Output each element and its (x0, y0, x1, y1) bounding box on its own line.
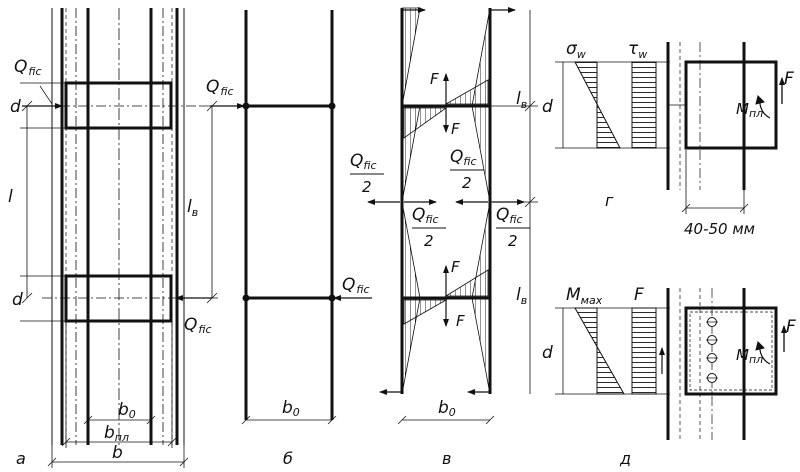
svg-text:2: 2 (462, 174, 472, 192)
panel-d-labels: Mмах F d Mпл F д (542, 285, 796, 468)
v-q-mid-top-fraction: Qfic 2 (450, 147, 484, 192)
a-d-bottom-label: d (12, 290, 23, 310)
g-m-label: Mпл (736, 100, 763, 120)
v-lv-bottom-label: lв (516, 285, 527, 307)
b-caption: б (283, 449, 293, 468)
svg-text:2: 2 (508, 232, 518, 250)
a-b0-label: b0 (118, 400, 136, 421)
a-q-top-label: Qfic (14, 57, 42, 78)
d-m-label: Mпл (736, 346, 763, 366)
panel-a-labels: Qfic d l d lв Qfic b0 bпл b а (8, 57, 212, 468)
v-f-bottom-up-label: F (451, 258, 460, 276)
v-f-bottom-down-label: F (456, 312, 465, 330)
g-sigma-label: σw (566, 39, 586, 61)
svg-text:Qfic: Qfic (412, 205, 439, 226)
svg-text:2: 2 (362, 178, 372, 196)
v-q-right-fraction: Qfic 2 (496, 205, 530, 250)
g-d-label: d (542, 97, 553, 117)
a-q-bottom-label: Qfic (184, 315, 212, 336)
d-caption: д (619, 449, 631, 468)
a-lv-label: lв (187, 197, 198, 219)
v-f-top-down-label: F (451, 120, 460, 138)
svg-text:Qfic: Qfic (350, 151, 377, 172)
d-f-top-label: F (634, 285, 644, 305)
panel-v-moment-diagram (367, 7, 538, 425)
d-d-label: d (542, 343, 553, 363)
b-q-top-label: Qfic (206, 77, 234, 98)
v-f-top-up-label: F (430, 70, 439, 88)
a-caption: а (16, 449, 26, 468)
svg-text:Qfic: Qfic (496, 205, 523, 226)
g-dimension-label: 40-50 мм (684, 220, 755, 238)
svg-text:Qfic: Qfic (450, 147, 477, 168)
panel-v-labels: F F F F Qfic 2 Qfic 2 Qfic 2 Qfic 2 lв l… (350, 70, 530, 468)
b-b0-label: b0 (282, 398, 300, 419)
b-q-bottom-label: Qfic (342, 275, 370, 296)
d-f-label: F (786, 317, 796, 337)
g-f-label: F (784, 69, 794, 89)
panel-b-labels: Qfic Qfic b0 б (206, 77, 370, 468)
panel-b-frame-scheme (210, 10, 372, 425)
g-tau-label: τw (628, 39, 647, 61)
panel-g-labels: σw τw d Mпл F г 40-50 мм (542, 39, 794, 238)
a-b-label: b (112, 443, 123, 463)
panel-g-weld-stress (555, 42, 785, 214)
svg-text:2: 2 (424, 232, 434, 250)
g-caption: г (605, 191, 614, 210)
v-caption: в (442, 449, 451, 468)
v-b0-label: b0 (438, 398, 456, 419)
a-l-label: l (8, 187, 13, 207)
panel-d-bolted-joint (555, 288, 787, 440)
v-lv-top-label: lв (516, 89, 527, 111)
a-bpl-label: bпл (104, 423, 129, 444)
d-mmax-label: Mмах (566, 285, 603, 307)
panel-a-column-drawing (20, 8, 218, 468)
v-q-mid-low-fraction: Qfic 2 (412, 205, 446, 250)
v-q-left-fraction: Qfic 2 (350, 151, 384, 196)
a-d-top-label: d (10, 97, 21, 117)
